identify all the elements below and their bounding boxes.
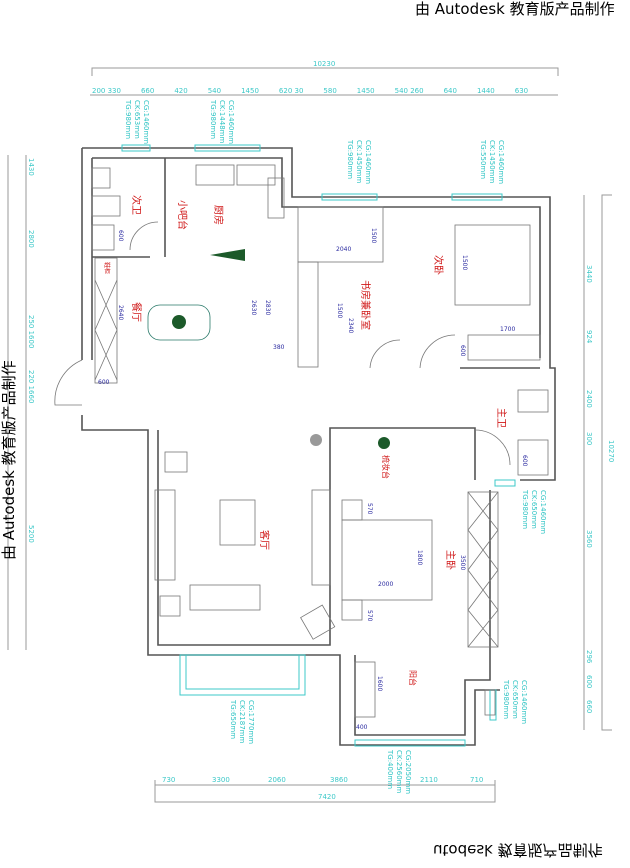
interior-dimension: 400: [356, 724, 368, 731]
bottom-dimension: 730: [162, 776, 176, 784]
room-label-living: 客厅: [258, 530, 269, 550]
window-spec: CG:1770mm CK:2187mm TG:650mm: [229, 700, 255, 745]
window-spec: CG:1460mm CK:653mm TG:980mm: [124, 100, 150, 145]
window-spec: CG:2050mm CK:2560mm TG:400mm: [386, 750, 412, 795]
watermark-bottom-mirrored: utodesk 教育版产品制作: [433, 841, 603, 859]
right-dimension: 3560: [585, 530, 593, 548]
interior-dimension: 380: [273, 344, 285, 351]
decor-plant-icon: [310, 434, 322, 446]
interior-dimension: 1500: [461, 255, 468, 271]
right-total-dimension: 10270: [607, 440, 615, 463]
right-dimension: 924: [585, 330, 593, 344]
room-label-second-bedroom: 次卧: [432, 255, 443, 275]
interior-dimension: 1600: [376, 676, 383, 692]
right-dimension: 600: [585, 675, 593, 689]
right-dimension: 300: [585, 432, 593, 446]
room-label-shoe-cabinet: 鞋柜: [103, 262, 110, 275]
room-label-bar: 小吧台: [176, 200, 187, 230]
walls: [81, 147, 556, 746]
bottom-dimension: 2060: [268, 776, 286, 784]
plants: [172, 249, 390, 449]
interior-dimension: 2000: [378, 581, 394, 588]
left-dimension: 250 1600: [27, 315, 35, 349]
interior-dimension: 600: [459, 345, 466, 357]
room-label-second-bath: 次卫: [130, 195, 141, 215]
watermark-left: 由 Autodesk 教育版产品制作: [0, 360, 18, 560]
interior-dimension: 600: [98, 379, 110, 386]
interior-dimension: 2830: [264, 300, 271, 316]
left-dimension: 220 1660: [27, 370, 35, 404]
bottom-dimension: 2110: [420, 776, 438, 784]
interior-dimension: 3500: [459, 555, 466, 571]
left-dimension: 2800: [27, 230, 35, 248]
window-spec: CG:1460mm CK:1448mm TG:980mm: [209, 100, 235, 145]
room-label-master-bedroom: 主卧: [444, 550, 455, 570]
interior-dimension: 1800: [416, 550, 423, 566]
room-label-dresser: 梳妆台: [381, 455, 390, 479]
window-spec: CG:1460mm CK:1450mm TG:980mm: [346, 140, 372, 185]
room-label-master-bath: 主卫: [495, 408, 506, 428]
window-spec: CG:1460mm CK:650mm TG:980mm: [502, 680, 528, 725]
bottom-total-dimension: 7420: [318, 793, 336, 801]
top-total-dimension: 10230: [313, 60, 336, 68]
window-spec: CG:1460mm CK:650mm TG:980mm: [521, 490, 547, 535]
interior-dimension: 600: [521, 455, 528, 467]
interior-dimension: 600: [117, 230, 124, 242]
windows: [121, 144, 516, 747]
room-label-kitchen: 厨房: [212, 205, 223, 225]
interior-dimension: 570: [366, 610, 373, 622]
interior-dimension: 1500: [370, 228, 377, 244]
room-label-study-bedroom: 书房兼卧室: [359, 280, 370, 330]
right-dimension: 296: [585, 650, 593, 664]
interior-dimension: 570: [366, 503, 373, 515]
room-label-dining: 餐厅: [130, 302, 141, 322]
window-spec: CG:1460mm CK:1450mm TG:550mm: [479, 140, 505, 185]
left-dimension: 1430: [27, 158, 35, 176]
room-label-balcony: 阳台: [408, 670, 417, 686]
interior-dimension: 2640: [117, 305, 124, 321]
right-dimension: 3440: [585, 265, 593, 283]
bottom-dimension: 710: [470, 776, 484, 784]
interior-dimension: 2630: [250, 300, 257, 316]
watermark-top: 由 Autodesk 教育版产品制作: [415, 0, 615, 18]
bottom-dimension: 3300: [212, 776, 230, 784]
bottom-dimension: 3860: [330, 776, 348, 784]
right-dimension: 2400: [585, 390, 593, 408]
left-dimension: 5200: [27, 525, 35, 543]
interior-dimension: 2040: [336, 246, 352, 253]
interior-dimension: 1700: [500, 326, 516, 333]
dimension-lines: [7, 67, 612, 803]
interior-dimension: 1500: [336, 303, 343, 319]
furniture: [54, 164, 549, 718]
interior-dimension: 2340: [347, 318, 354, 334]
right-dimension: 660: [585, 700, 593, 714]
